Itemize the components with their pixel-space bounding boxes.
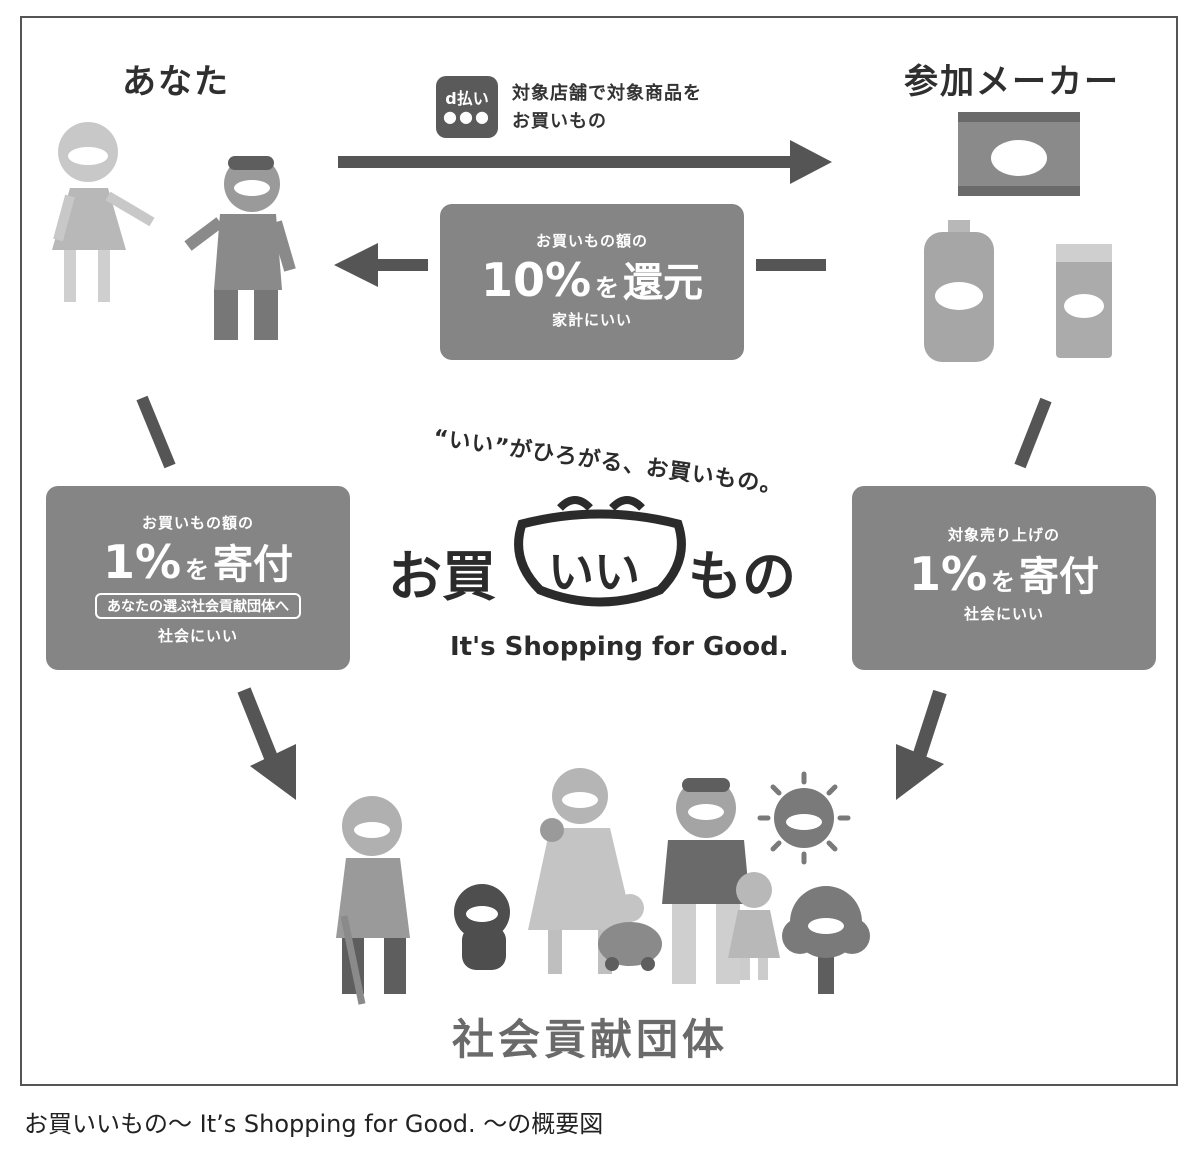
dpay-dots: ●●● bbox=[443, 107, 491, 126]
dpay-app-icon: d払い ●●● bbox=[436, 76, 498, 138]
arrow-right-icon bbox=[338, 140, 832, 184]
left-particle: を bbox=[185, 556, 210, 584]
return-line3: 家計にいい bbox=[551, 311, 632, 329]
figure-caption: お買いいもの〜 It’s Shopping for Good. 〜の概要図 bbox=[24, 1110, 604, 1138]
left-amount: 1%を寄付 bbox=[46, 539, 350, 585]
return-number: 10% bbox=[480, 253, 592, 307]
arrow-down-right-icon bbox=[896, 689, 947, 800]
logo-left-text: お買 bbox=[388, 545, 496, 608]
pump-bottle-icon bbox=[924, 220, 994, 362]
return-particle: を bbox=[595, 274, 620, 302]
right-line3: 社会にいい bbox=[963, 605, 1044, 623]
snack-package-icon bbox=[958, 112, 1080, 196]
left-pill: あなたの選ぶ社会貢献団体へ bbox=[95, 593, 301, 619]
dpay-label: d払い bbox=[445, 89, 489, 108]
diagram-frame bbox=[20, 16, 1178, 1086]
right-line1: 対象売り上げの bbox=[947, 526, 1060, 544]
donation-box-right: 対象売り上げの 1%を寄付 社会にいい bbox=[852, 486, 1156, 670]
right-particle: を bbox=[991, 568, 1016, 596]
logo-right-text: もの bbox=[688, 545, 796, 608]
purchase-line1: 対象店舗で対象商品を bbox=[512, 83, 702, 104]
left-line1: お買いもの額の bbox=[141, 514, 254, 532]
logo-mouth-icon bbox=[514, 496, 686, 607]
man-figure-icon bbox=[184, 156, 296, 340]
heading-maker: 参加メーカー bbox=[904, 62, 1120, 102]
connector-right-upper bbox=[1014, 397, 1052, 469]
arrow-down-left-icon bbox=[237, 687, 296, 800]
dog-icon bbox=[454, 884, 510, 970]
right-amount: 1%を寄付 bbox=[852, 551, 1156, 597]
logo-english: It's Shopping for Good. bbox=[450, 632, 789, 662]
return-amount: 10%を還元 bbox=[440, 257, 744, 303]
logo-mid-text: いい bbox=[548, 545, 640, 599]
return-word: 還元 bbox=[623, 260, 704, 306]
girl-icon bbox=[728, 872, 780, 980]
elderly-man-icon bbox=[336, 796, 410, 1005]
arrow-left-icon bbox=[334, 243, 826, 287]
tree-icon bbox=[782, 886, 870, 994]
left-word: 寄付 bbox=[213, 542, 294, 588]
connector-left-upper bbox=[136, 395, 176, 469]
purchase-line2: お買いもの bbox=[512, 111, 607, 132]
donation-box-left: お買いもの額の 1%を寄付 あなたの選ぶ社会貢献団体へ 社会にいい bbox=[46, 486, 350, 670]
mother-with-baby-icon bbox=[528, 768, 634, 974]
left-line4: 社会にいい bbox=[157, 627, 238, 645]
return-line1: お買いもの額の bbox=[535, 232, 648, 250]
right-word: 寄付 bbox=[1019, 554, 1100, 600]
father-icon bbox=[662, 778, 750, 984]
return-box: お買いもの額の 10%を還元 家計にいい bbox=[440, 204, 744, 360]
right-number: 1% bbox=[908, 547, 988, 601]
sun-icon bbox=[757, 771, 851, 865]
purchase-text: 対象店舗で対象商品を お買いもの bbox=[512, 80, 702, 136]
left-number: 1% bbox=[102, 535, 182, 589]
heading-org: 社会貢献団体 bbox=[452, 1015, 729, 1064]
child-in-car-icon bbox=[598, 894, 662, 971]
heading-you: あなた bbox=[122, 62, 230, 102]
woman-figure-icon bbox=[52, 122, 155, 302]
can-icon bbox=[1056, 244, 1112, 358]
